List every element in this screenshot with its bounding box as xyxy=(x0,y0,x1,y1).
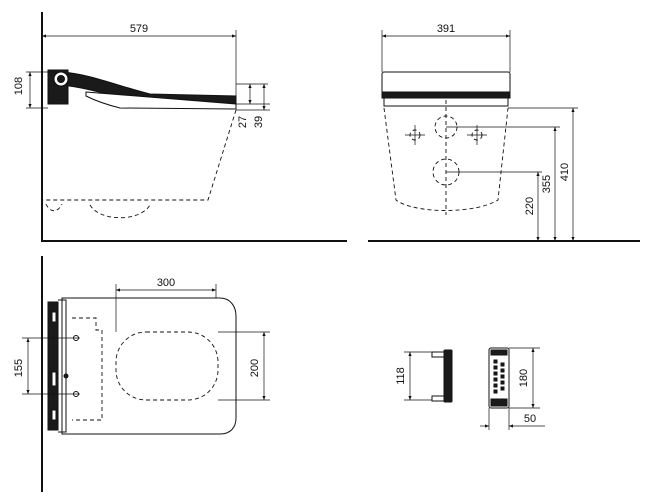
seat-depth-dim-label: 200 xyxy=(249,359,261,377)
remote-button xyxy=(493,389,498,394)
seat-width-dim-label: 300 xyxy=(157,277,175,289)
remote-front-top-band xyxy=(490,349,508,356)
remote-width-dim-label: 50 xyxy=(524,413,536,425)
front-lid-band xyxy=(381,91,511,99)
remote-side-view: 118 xyxy=(395,349,453,403)
bowl-outline xyxy=(42,109,237,201)
seat-body-outline xyxy=(61,297,237,435)
mount-high-dim-label: 410 xyxy=(559,163,571,181)
bowl-base xyxy=(89,204,151,219)
mount-low-dim-label: 220 xyxy=(524,197,536,215)
remote-side-body xyxy=(443,349,453,403)
remote-button xyxy=(500,386,505,391)
bolt-spacing-dim-label: 155 xyxy=(13,359,25,377)
remote-button-column xyxy=(493,359,505,394)
side-view: 579 108 27 39 xyxy=(13,12,347,242)
remote-front-view: 180 50 xyxy=(480,347,545,430)
seat-height-dim-label: 108 xyxy=(13,77,25,95)
top-view: 300 155 200 xyxy=(13,256,270,492)
lid-dim-label: 39 xyxy=(253,116,265,128)
remote-height-dim-label: 118 xyxy=(395,367,407,385)
mount-mid-dim-label: 355 xyxy=(541,175,553,193)
hinge-slot-bottom xyxy=(51,409,57,421)
remote-button xyxy=(493,383,498,388)
remote-button xyxy=(500,380,505,385)
hinge-slot-mid xyxy=(51,371,57,387)
tank-outline xyxy=(72,317,103,421)
remote-front-height-dim-label: 180 xyxy=(518,369,530,387)
remote-button xyxy=(500,374,505,379)
remote-button xyxy=(500,368,505,373)
remote-button xyxy=(493,377,498,382)
bowl-foot xyxy=(45,203,63,212)
gap-dim-label: 27 xyxy=(237,116,249,128)
hinge-strip xyxy=(58,299,67,433)
front-view: 391 220 355 410 xyxy=(368,23,640,242)
hinge-slot-top xyxy=(51,311,57,323)
width-dim-label: 391 xyxy=(437,23,455,35)
remote-front-bottom-band xyxy=(490,398,508,407)
top-center-dot xyxy=(63,373,69,379)
hinge-pin xyxy=(57,75,65,83)
bowl-opening xyxy=(115,331,219,401)
hinge-bar xyxy=(47,301,59,431)
front-lid xyxy=(381,71,511,95)
remote-side-tab-top xyxy=(431,351,445,358)
remote-side-tab-bottom xyxy=(431,395,445,402)
remote-button xyxy=(493,371,498,376)
remote-button xyxy=(493,365,498,370)
remote-button xyxy=(500,362,505,367)
length-dim-label: 579 xyxy=(130,23,148,35)
remote-button xyxy=(493,359,498,364)
seat-ring xyxy=(85,91,237,110)
